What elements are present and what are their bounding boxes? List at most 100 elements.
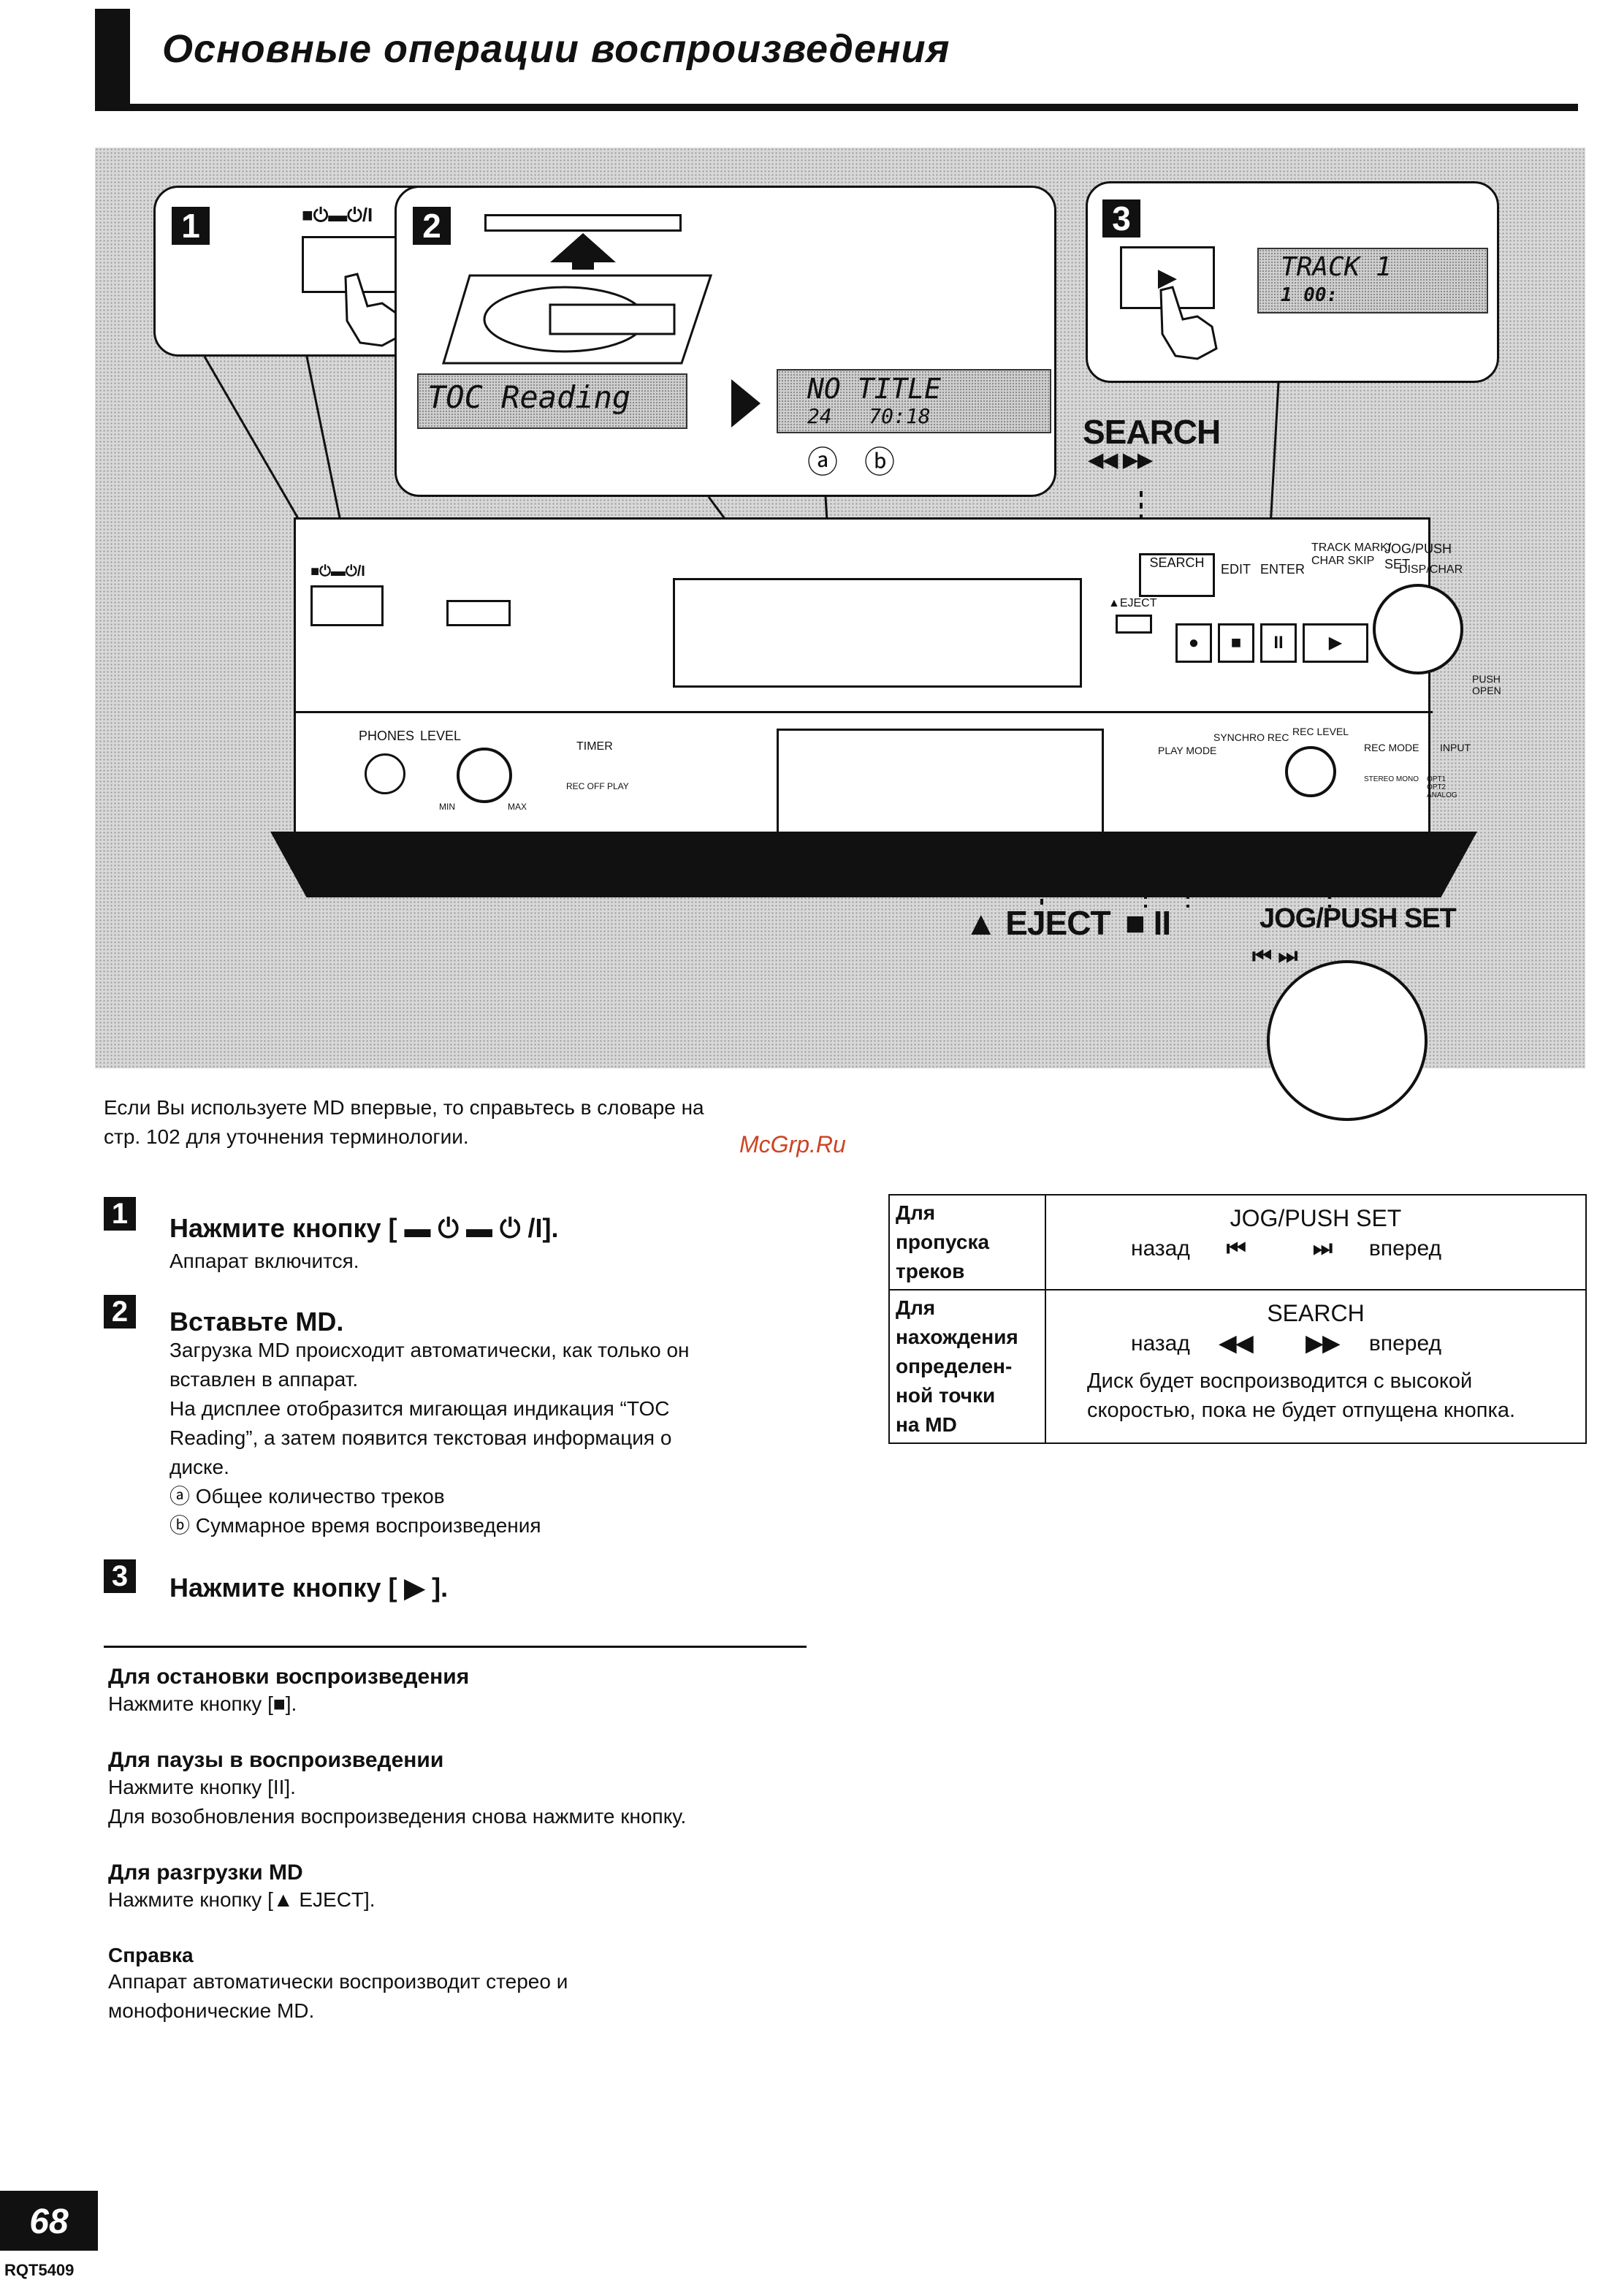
device-stereo-mono-label: STEREO MONO	[1364, 775, 1419, 783]
device-synchro-label: SYNCHRO REC	[1213, 731, 1289, 743]
section-pause-line: Для возобновления воспроизведения снова …	[108, 1805, 687, 1828]
device-timer-sub: REC OFF PLAY	[566, 781, 629, 791]
table-row2-content: SEARCH назад ◀◀ ▶▶ вперед Диск будет вос…	[1045, 1289, 1587, 1444]
callout-jog: JOG/PUSH SET	[1259, 903, 1457, 934]
step-2-line: диске.	[169, 1456, 229, 1478]
device-play-button[interactable]: ▶	[1303, 623, 1368, 663]
device-level-knob[interactable]	[457, 748, 512, 803]
table-row2-fwd: вперед	[1368, 1331, 1441, 1356]
table-row: Для нахождения определен- ной точки на M…	[888, 1289, 1587, 1444]
device-jog-dial[interactable]	[1373, 584, 1463, 674]
device-rec-button[interactable]: ●	[1175, 623, 1212, 663]
lcd-total-time: 70:18	[869, 404, 931, 428]
section-note-title: Справка	[108, 1944, 194, 1966]
prev-track-icon: ⏮	[1226, 1236, 1246, 1261]
step-2-line: Reading”, а затем появится текстовая инф…	[169, 1426, 672, 1449]
page-number: 68	[0, 2191, 98, 2251]
step-2-title: Вставьте MD.	[169, 1307, 344, 1337]
table-row2-label: Для нахождения определен- ной точки на M…	[888, 1289, 1046, 1444]
device-body: ■⏻▬⏻/I ▲EJECT SEARCH EDIT ENTER TRACK MA…	[294, 517, 1501, 868]
table-row1-fwd: вперед	[1368, 1236, 1441, 1261]
step-2-line: ⓐ Общее количество треков	[169, 1485, 445, 1508]
table-row1-heading: JOG/PUSH SET	[1230, 1205, 1402, 1231]
watermark: McGrp.Ru	[739, 1131, 846, 1157]
header-block	[95, 9, 130, 111]
insert-arrow-icon	[550, 233, 616, 270]
device-eject-label: ▲EJECT	[1108, 597, 1157, 609]
callout-search-arrows: ◀◀ ▶▶	[1089, 449, 1153, 471]
section-eject-title: Для разгрузки MD	[108, 1860, 303, 1885]
device-level-max: MAX	[508, 802, 527, 812]
step-1-marker: 1	[172, 207, 210, 245]
device-rec-level-knob[interactable]	[1285, 746, 1336, 797]
device-rec-level-label: REC LEVEL	[1292, 726, 1349, 737]
device-power-button[interactable]	[310, 585, 384, 626]
section-stop-title: Для остановки воспроизведения	[108, 1665, 470, 1689]
skip-search-table: Для пропуска треков JOG/PUSH SET назад ⏮…	[888, 1194, 1587, 1444]
device-indicator	[446, 600, 511, 626]
power-symbol: ■⏻▬⏻/I	[302, 204, 373, 226]
step-2-number: 2	[104, 1295, 136, 1328]
arrow-right-icon	[731, 379, 761, 427]
step-3-number: 3	[104, 1559, 136, 1593]
device-input-sub: OPT1 OPT2 ANALOG	[1427, 775, 1457, 799]
device-divider	[296, 711, 1433, 713]
table-label-line: треков	[896, 1260, 965, 1282]
callout-eject: ▲ EJECT	[964, 904, 1111, 942]
table-row2-note-1: Диск будет воспроизводится с высокой	[1087, 1369, 1473, 1393]
device-disc-slot[interactable]	[673, 578, 1082, 688]
device-power-symbol: ■⏻▬⏻/I	[310, 563, 365, 579]
table-row1-label: Для пропуска треков	[888, 1194, 1046, 1290]
callout-search: SEARCH	[1083, 413, 1221, 451]
step-2-line: На дисплее отобразится мигающая индикаци…	[169, 1397, 670, 1420]
marker-b: ⓑ	[864, 445, 896, 479]
page-title: Основные операции воспроизведения	[162, 27, 950, 71]
device-eject-button[interactable]	[1116, 615, 1152, 634]
table-label-line: Для	[896, 1296, 936, 1319]
device-edit-label: EDIT	[1221, 562, 1251, 577]
rewind-icon: ◀◀	[1219, 1331, 1254, 1356]
next-track-icon: ⏭	[1313, 1236, 1333, 1261]
lcd-track: TRACK 1 1 00:	[1257, 248, 1488, 313]
device-phones-jack[interactable]	[365, 753, 405, 794]
step-1-number: 1	[104, 1197, 136, 1231]
disc-slot-drawing	[484, 214, 682, 232]
step-1-title: Нажмите кнопку [ ▬ ⏻ ▬ ⏻ /I].	[169, 1213, 559, 1243]
lcd-track-text: TRACK 1	[1281, 252, 1392, 282]
device-stop-button[interactable]: ■	[1218, 623, 1254, 663]
callout-jog-arrows: ⏮ ⏭	[1252, 944, 1298, 968]
step-3-title: Нажмите кнопку [ ▶ ].	[169, 1573, 449, 1603]
section-note-line: монофонические MD.	[108, 1999, 315, 2022]
lcd-track-count: 24	[807, 404, 832, 428]
step-2-marker: 2	[413, 207, 451, 245]
lcd-toc-text: TOC Reading	[427, 379, 631, 415]
device-phones-label: PHONES	[359, 729, 415, 743]
section-note-line: Аппарат автоматически воспроизводит стер…	[108, 1970, 568, 1993]
panel-step-3: 3 ▶ TRACK 1 1 00:	[1086, 181, 1499, 383]
table-label-line: на MD	[896, 1413, 957, 1436]
table-row1-content: JOG/PUSH SET назад ⏮ ⏭ вперед	[1045, 1194, 1587, 1290]
table-row: Для пропуска треков JOG/PUSH SET назад ⏮…	[888, 1194, 1587, 1290]
device-search-button[interactable]: SEARCH	[1139, 553, 1215, 597]
table-row2-note-2: скоростью, пока не будет отпущена кнопка…	[1087, 1399, 1516, 1422]
device-pause-button[interactable]: II	[1260, 623, 1297, 663]
device-display-window	[777, 729, 1104, 838]
device-search-label: SEARCH	[1149, 555, 1205, 570]
section-eject-line: Нажмите кнопку [▲ EJECT].	[108, 1888, 376, 1911]
callout-stop-pause: ■ II	[1125, 904, 1171, 942]
minidisc-icon	[441, 274, 713, 365]
device-timer-label: TIMER	[576, 740, 613, 753]
device-push-open-label: PUSH OPEN	[1472, 673, 1501, 696]
step-2-line: ⓑ Суммарное время воспроизведения	[169, 1514, 541, 1537]
intro-line-2: стр. 102 для уточнения терминологии.	[104, 1125, 469, 1148]
device-illustration: 1 ■⏻▬⏻/I 2 TOC Reading NO TITLE 24 70:	[95, 148, 1585, 1121]
marker-a: ⓐ	[807, 445, 839, 479]
section-pause-title: Для паузы в воспроизведении	[108, 1748, 444, 1772]
section-divider	[104, 1646, 807, 1648]
table-row2-heading: SEARCH	[1267, 1300, 1365, 1326]
step-3-marker: 3	[1102, 199, 1140, 237]
step-1-line-1: Аппарат включится.	[169, 1250, 359, 1272]
document-code: RQT5409	[4, 2261, 75, 2279]
table-row2-back: назад	[1131, 1331, 1190, 1356]
table-label-line: пропуска	[896, 1231, 990, 1253]
